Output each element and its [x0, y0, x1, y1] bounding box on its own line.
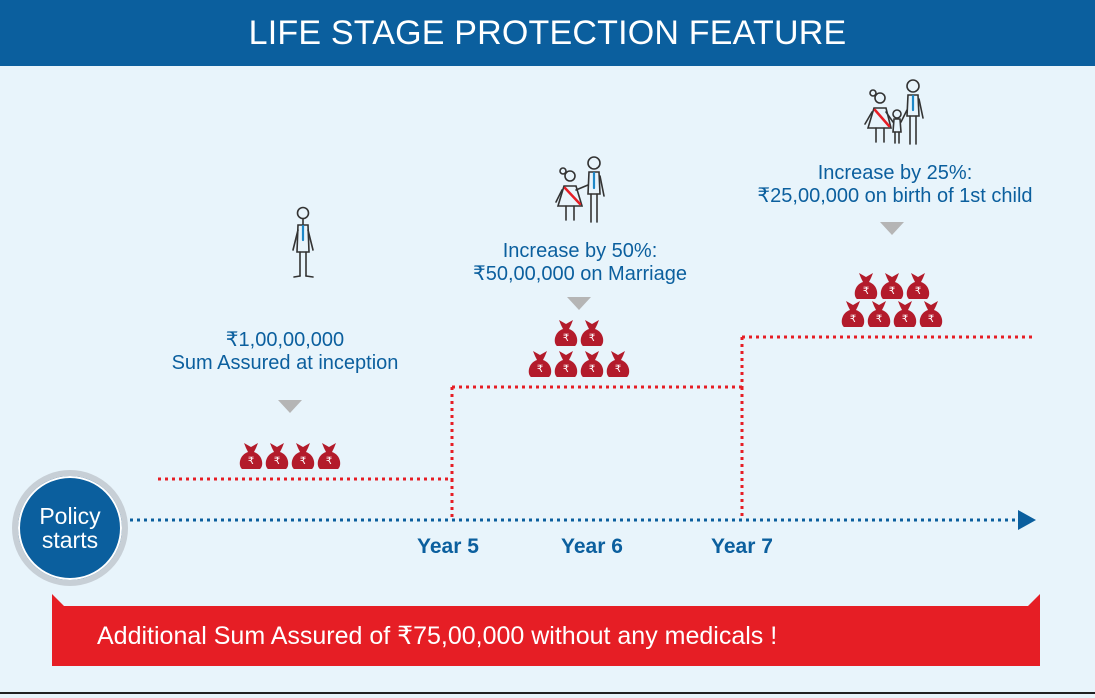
money-bag-icon: ₹	[580, 351, 604, 377]
money-bag-icon: ₹	[291, 443, 315, 469]
page-title: LIFE STAGE PROTECTION FEATURE	[248, 13, 847, 52]
policy-starts-line1: Policy	[39, 503, 101, 529]
svg-text:₹: ₹	[274, 456, 280, 467]
svg-text:₹: ₹	[615, 364, 621, 375]
header-bar: LIFE STAGE PROTECTION FEATURE	[0, 0, 1095, 66]
timeline-arrow-icon	[1018, 510, 1036, 530]
year-5-label: Year 5	[417, 535, 479, 558]
money-bag-icon: ₹	[317, 443, 341, 469]
svg-text:₹: ₹	[863, 286, 869, 297]
stage-label-child: Increase by 25%: ₹25,00,000 on birth of …	[725, 162, 1065, 208]
svg-text:₹: ₹	[300, 456, 306, 467]
down-arrow-icon	[567, 297, 591, 310]
svg-text:₹: ₹	[850, 314, 856, 325]
stage-label-inception: ₹1,00,00,000 Sum Assured at inception	[140, 329, 430, 375]
stage-label-line2: ₹25,00,000 on birth of 1st child	[757, 185, 1033, 207]
family-with-child-icon	[864, 79, 924, 145]
stage-label-line1: Increase by 50%:	[502, 240, 658, 262]
stage-label-line2: ₹50,00,000 on Marriage	[473, 263, 687, 285]
money-bag-icon: ₹	[554, 351, 578, 377]
money-bag-icon: ₹	[606, 351, 630, 377]
sum-assured-step-line	[158, 335, 1035, 520]
money-bags: ₹ ₹ ₹ ₹ ₹ ₹ ₹ ₹ ₹ ₹ ₹ ₹ ₹ ₹ ₹ ₹ ₹	[239, 273, 943, 469]
additional-sum-banner: Additional Sum Assured of ₹75,00,000 wit…	[52, 606, 1040, 666]
policy-starts-line2: starts	[41, 527, 99, 553]
svg-text:₹: ₹	[326, 456, 332, 467]
year-6-label: Year 6	[561, 535, 623, 558]
svg-text:₹: ₹	[915, 286, 921, 297]
banner-tab-left	[52, 594, 64, 606]
svg-text:₹: ₹	[589, 364, 595, 375]
money-bag-icon: ₹	[841, 301, 865, 327]
stage-label-line1: Increase by 25%:	[817, 162, 973, 184]
svg-text:₹: ₹	[876, 314, 882, 325]
svg-text:₹: ₹	[928, 314, 934, 325]
down-arrow-icon	[278, 400, 302, 413]
svg-text:₹: ₹	[902, 314, 908, 325]
married-couple-icon	[555, 156, 605, 223]
svg-text:₹: ₹	[563, 364, 569, 375]
money-bag-icon: ₹	[265, 443, 289, 469]
money-bag-icon: ₹	[528, 351, 552, 377]
banner-text: Additional Sum Assured of ₹75,00,000 wit…	[97, 622, 778, 650]
bottom-border	[0, 692, 1095, 694]
banner-tab-right	[1028, 594, 1040, 606]
money-bag-icon: ₹	[893, 301, 917, 327]
money-bag-icon: ₹	[880, 273, 904, 299]
money-bag-icon: ₹	[239, 443, 263, 469]
money-bag-icon: ₹	[906, 273, 930, 299]
single-man-icon	[292, 206, 314, 278]
policy-starts-badge: Policy starts	[12, 470, 128, 586]
svg-text:₹: ₹	[563, 333, 569, 344]
money-bag-icon: ₹	[854, 273, 878, 299]
stage-label-line2: Sum Assured at inception	[171, 352, 399, 374]
stage-label-marriage: Increase by 50%: ₹50,00,000 on Marriage	[435, 240, 725, 286]
money-bag-icon: ₹	[554, 320, 578, 346]
svg-text:₹: ₹	[248, 456, 254, 467]
stage-label-line1: ₹1,00,00,000	[225, 329, 345, 351]
svg-text:₹: ₹	[589, 333, 595, 344]
year-7-label: Year 7	[711, 535, 773, 558]
money-bag-icon: ₹	[580, 320, 604, 346]
money-bag-icon: ₹	[867, 301, 891, 327]
money-bag-icon: ₹	[919, 301, 943, 327]
down-arrow-icon	[880, 222, 904, 235]
svg-text:₹: ₹	[889, 286, 895, 297]
svg-text:₹: ₹	[537, 364, 543, 375]
